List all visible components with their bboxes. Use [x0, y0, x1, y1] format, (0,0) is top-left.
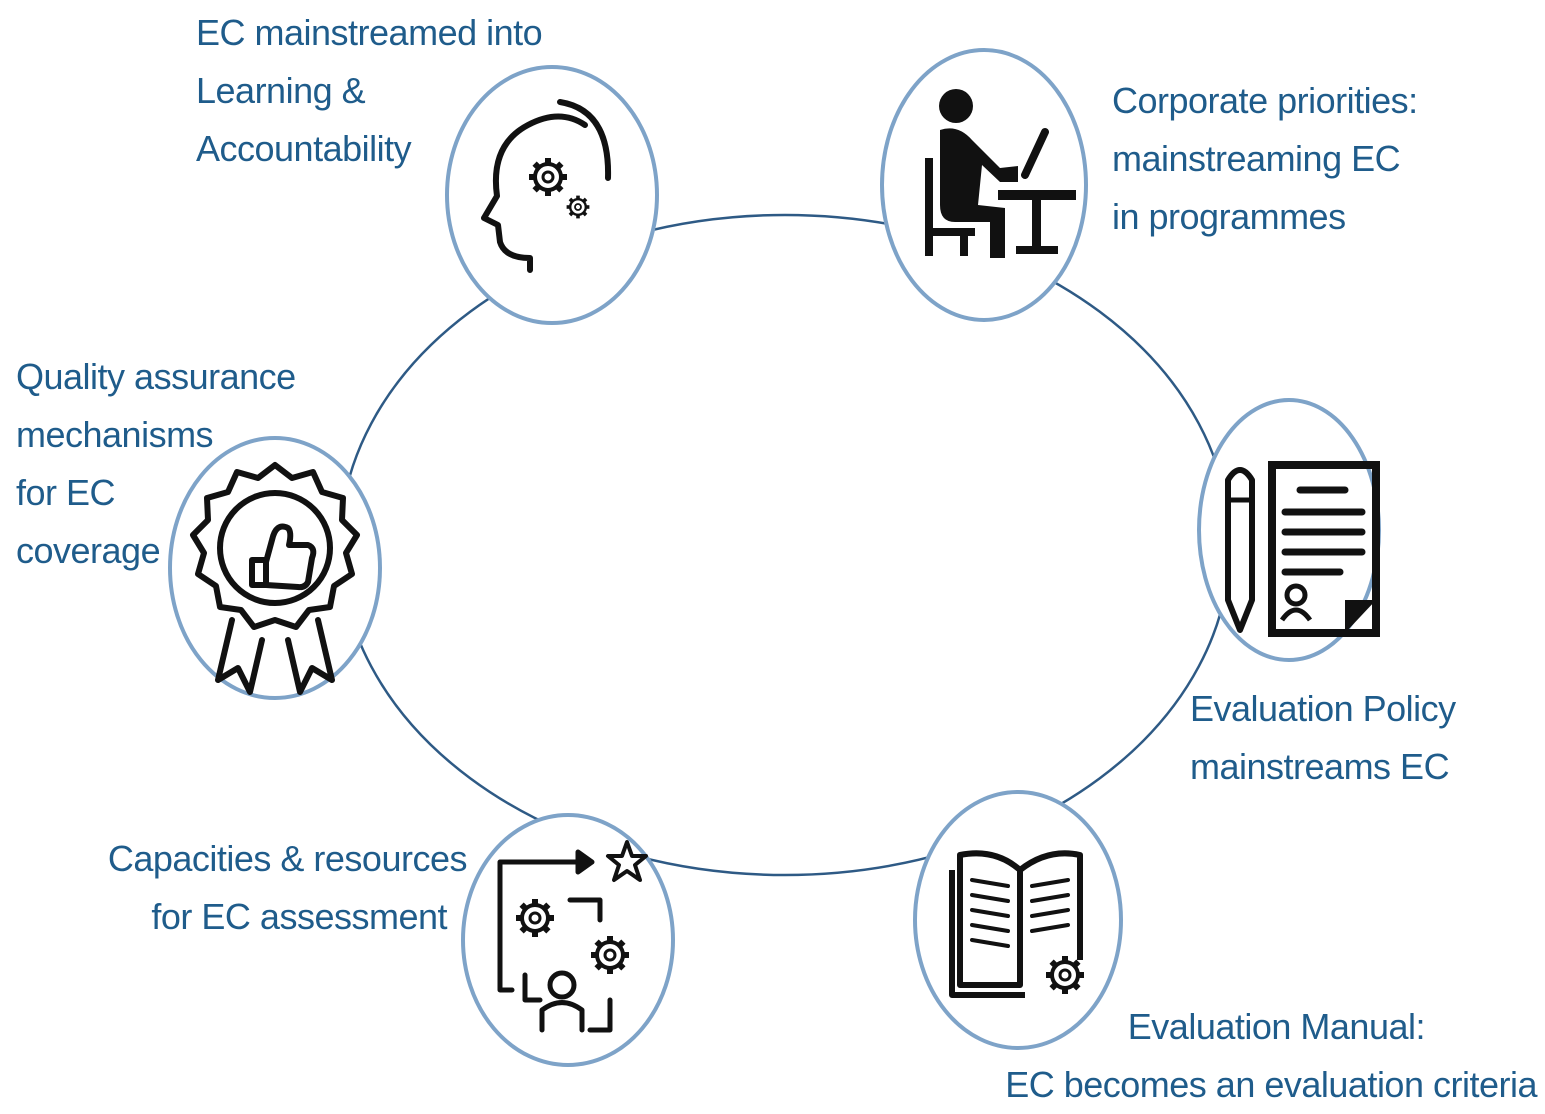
node-ring-learning — [445, 65, 659, 325]
label-corporate: Corporate priorities: mainstreaming EC i… — [1112, 72, 1418, 246]
label-line: Evaluation Policy — [1190, 688, 1456, 729]
badge-thumbs-up-icon — [190, 462, 360, 695]
label-line: Corporate priorities: — [1112, 80, 1418, 121]
label-manual: Evaluation Manual: EC becomes an evaluat… — [1005, 998, 1537, 1114]
label-capacities: Capacities & resources for EC assessment — [107, 830, 468, 946]
label-line: mechanisms — [16, 414, 214, 455]
label-line: coverage — [16, 530, 161, 571]
label-learning: EC mainstreamed into Learning & Accounta… — [196, 4, 543, 178]
label-policy: Evaluation Policy mainstreams EC — [1190, 680, 1456, 796]
label-quality: Quality assurance mechanisms for EC cove… — [16, 348, 296, 580]
gears-person-process-icon — [497, 840, 648, 1033]
label-line: for EC assessment — [151, 896, 447, 937]
label-line: Quality assurance — [16, 356, 296, 397]
label-line: Capacities & resources — [107, 838, 468, 879]
document-pencil-icon — [1225, 461, 1380, 637]
label-line: Evaluation Manual: — [1127, 1006, 1426, 1047]
label-line: for EC — [16, 472, 116, 513]
label-line: EC becomes an evaluation criteria — [1005, 1064, 1537, 1105]
node-ring-capacities — [461, 813, 675, 1067]
person-at-desk-icon — [925, 89, 1076, 258]
node-ring-quality — [168, 436, 382, 700]
label-line: mainstreams EC — [1190, 746, 1450, 787]
label-line: Learning & — [196, 70, 366, 111]
book-gear-icon — [949, 850, 1084, 998]
cycle-ellipse — [338, 213, 1232, 877]
label-line: in programmes — [1112, 196, 1346, 237]
label-line: mainstreaming EC — [1112, 138, 1401, 179]
head-gears-icon — [481, 99, 612, 273]
label-line: Accountability — [196, 128, 412, 169]
label-line: EC mainstreamed into — [196, 12, 543, 53]
node-ring-corporate — [880, 48, 1088, 322]
